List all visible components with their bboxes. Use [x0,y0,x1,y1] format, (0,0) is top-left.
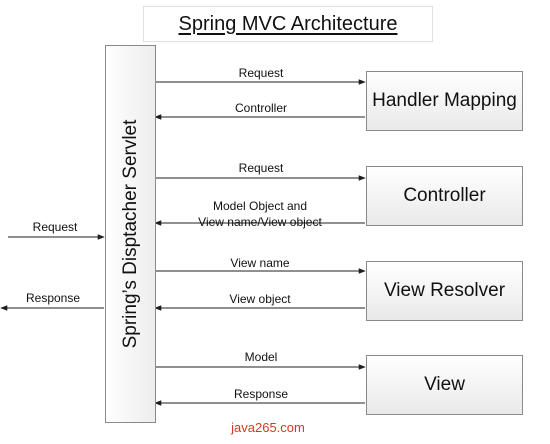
dispatcher-servlet-label: Spring’s Disptacher Servlet [119,119,141,349]
watermark: java265.com [231,420,305,435]
vr-view-name-label: View name [230,256,290,270]
hm-controller-label: Controller [234,101,288,115]
controller-box: Controller [366,166,523,226]
ctrl-model-label-line1: Model Object and [212,199,308,213]
dispatcher-servlet-box: Spring’s Disptacher Servlet [105,45,156,423]
view-box: View [366,355,523,415]
ctrl-model-label-line2: View name/View object [198,215,322,229]
ctrl-request-label: Request [238,161,284,175]
client-response-label: Response [25,291,81,305]
view-resolver-box: View Resolver [366,261,523,321]
vr-view-object-label: View object [229,292,291,306]
view-response-label: Response [233,387,289,401]
hm-request-label: Request [238,66,284,80]
title-box: Spring MVC Architecture [143,6,433,42]
handler-mapping-box: Handler Mapping [366,71,523,131]
diagram-title: Spring MVC Architecture [178,12,398,35]
view-model-label: Model [244,350,278,364]
client-request-label: Request [32,220,78,234]
